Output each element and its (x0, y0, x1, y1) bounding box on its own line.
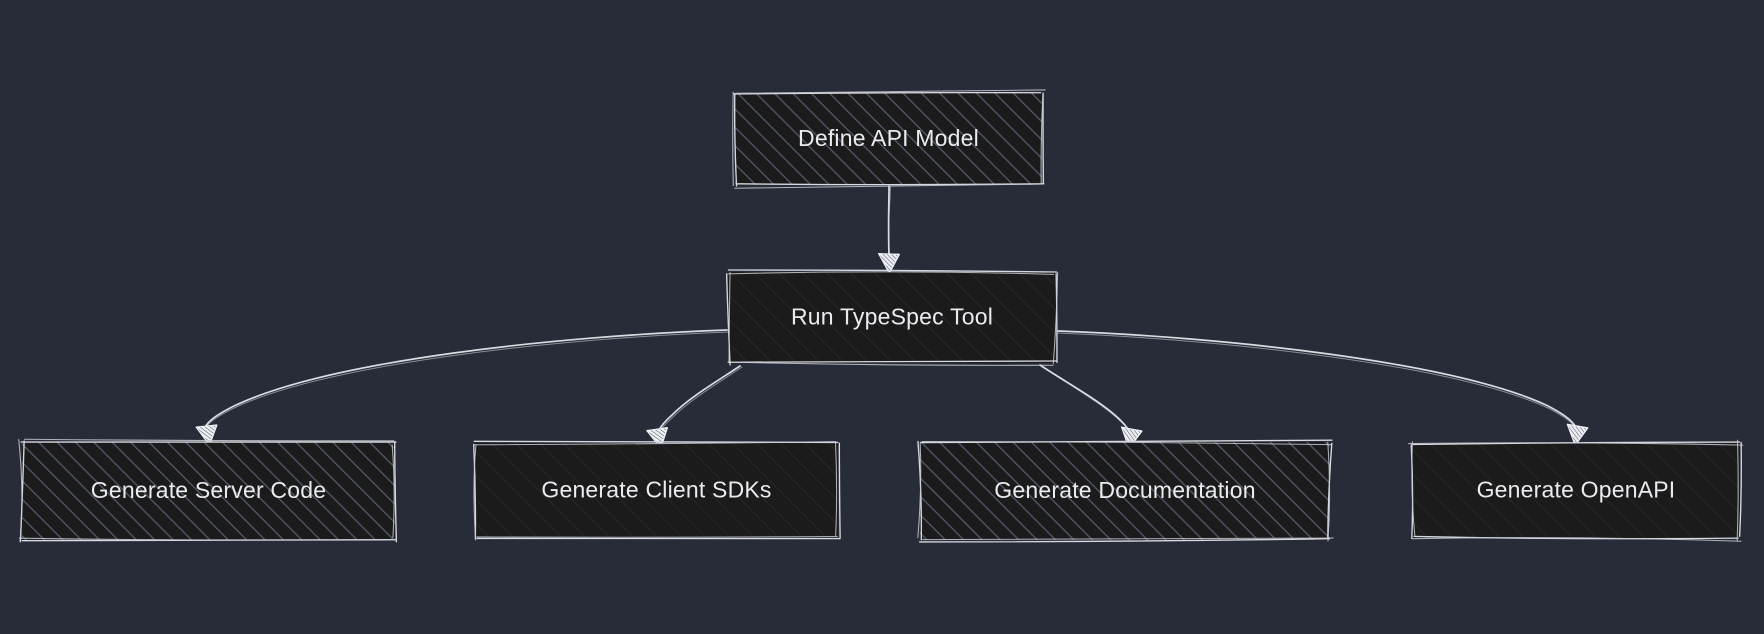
node-border-stroke-2 (473, 441, 836, 446)
edge-stroke (202, 329, 728, 433)
arrowhead (646, 427, 669, 449)
node-border-stroke (919, 439, 1333, 444)
arrowhead-outline (1566, 423, 1589, 446)
edges-layer (195, 185, 1589, 449)
node-define-api-model[interactable]: Define API Model (732, 89, 1046, 189)
node-border-stroke-2 (1408, 442, 1744, 446)
arrowhead-hatch (1121, 427, 1142, 448)
node-border-stroke (733, 91, 1042, 95)
node-border-stroke-2 (23, 438, 395, 442)
node-border-stroke-2 (727, 271, 1055, 275)
node-border-stroke-2 (1411, 441, 1416, 537)
node-generate-server-code[interactable]: Generate Server Code (18, 438, 398, 543)
node-border-stroke (1327, 442, 1333, 540)
node-border-stroke-2 (921, 537, 1334, 541)
node-border (732, 89, 1046, 189)
node-border-stroke-2 (18, 537, 397, 541)
arrowhead (1566, 423, 1589, 446)
node-generate-openapi[interactable]: Generate OpenAPI (1408, 439, 1744, 542)
node-border-stroke (725, 273, 731, 366)
node-hatch-fill (475, 443, 838, 538)
edge-define-api-model-to-run-typespec-tool (877, 185, 901, 274)
arrowhead-hatch (196, 424, 217, 445)
node-border-stroke-2 (391, 444, 395, 538)
arrowhead (1120, 426, 1143, 449)
node-border-stroke (1413, 535, 1739, 540)
arrowhead-outline (1120, 426, 1143, 449)
node-border-stroke (1738, 441, 1742, 537)
node-hatch-fill (1412, 443, 1740, 538)
node-hatch-fill (22, 442, 395, 540)
node-border-stroke-2 (1040, 93, 1044, 184)
edge-ghost-stroke (1056, 332, 1579, 435)
node-border (473, 440, 841, 541)
node-border (917, 439, 1334, 543)
edge-run-typespec-tool-to-generate-server-code (195, 329, 729, 446)
arrowhead-hatch (647, 427, 667, 448)
node-border-stroke-2 (732, 91, 734, 187)
node-border-stroke-2 (1412, 537, 1742, 542)
node-border-stroke (838, 442, 841, 539)
edge-run-typespec-tool-to-generate-openapi (1056, 330, 1589, 446)
node-border-stroke-2 (1052, 271, 1059, 364)
arrowhead-outline (646, 427, 669, 449)
edge-stroke (1057, 330, 1579, 433)
node-border-stroke-2 (18, 439, 23, 543)
edge-run-typespec-tool-to-generate-client-sdks (646, 365, 743, 449)
node-border-stroke (918, 538, 1331, 543)
node-border-stroke (727, 269, 1058, 273)
node-generate-client-sdks[interactable]: Generate Client SDKs (473, 440, 841, 541)
node-border-stroke (727, 360, 1057, 363)
node-border (1408, 439, 1744, 542)
node-border-stroke-2 (734, 183, 1041, 189)
arrowhead (877, 252, 901, 274)
arrowhead-hatch (879, 254, 899, 273)
arrowhead-hatch (1567, 424, 1588, 445)
node-label: Generate OpenAPI (1477, 477, 1676, 503)
node-border-stroke-2 (1327, 441, 1331, 542)
node-label: Run TypeSpec Tool (791, 304, 993, 330)
arrowhead-outline (195, 424, 218, 446)
node-border-stroke-2 (1736, 439, 1739, 542)
node-label: Generate Client SDKs (541, 477, 771, 503)
node-border-stroke-2 (917, 443, 922, 538)
node-hatch-fill (735, 93, 1042, 185)
node-border-stroke-2 (728, 361, 1054, 366)
node-label: Generate Server Code (91, 477, 326, 503)
node-border (18, 438, 398, 543)
edge-run-typespec-tool-to-generate-documentation (1039, 364, 1143, 449)
node-border-stroke-2 (476, 535, 838, 538)
node-border-stroke (394, 441, 398, 543)
node-label: Generate Documentation (994, 477, 1255, 503)
node-border-stroke-2 (834, 441, 838, 537)
node-run-typespec-tool[interactable]: Run TypeSpec Tool (725, 269, 1059, 366)
edge-ghost-stroke (1041, 365, 1133, 438)
node-hatch-fill (920, 442, 1330, 540)
edge-stroke (1039, 364, 1132, 437)
node-border-stroke (1055, 273, 1058, 364)
node-border-stroke-2 (921, 440, 1332, 446)
arrowhead (195, 424, 218, 446)
node-border-stroke-2 (473, 444, 477, 541)
edge-ghost-stroke (657, 366, 743, 438)
node-label: Define API Model (798, 125, 979, 151)
node-border-stroke-2 (735, 89, 1046, 94)
arrowhead-outline (877, 252, 901, 274)
node-generate-documentation[interactable]: Generate Documentation (917, 439, 1334, 543)
node-border-stroke (734, 93, 738, 187)
edge-ghost-stroke (203, 331, 729, 435)
node-border-stroke-2 (728, 271, 731, 363)
node-hatch-fill (728, 272, 1056, 363)
node-border (725, 269, 1059, 366)
